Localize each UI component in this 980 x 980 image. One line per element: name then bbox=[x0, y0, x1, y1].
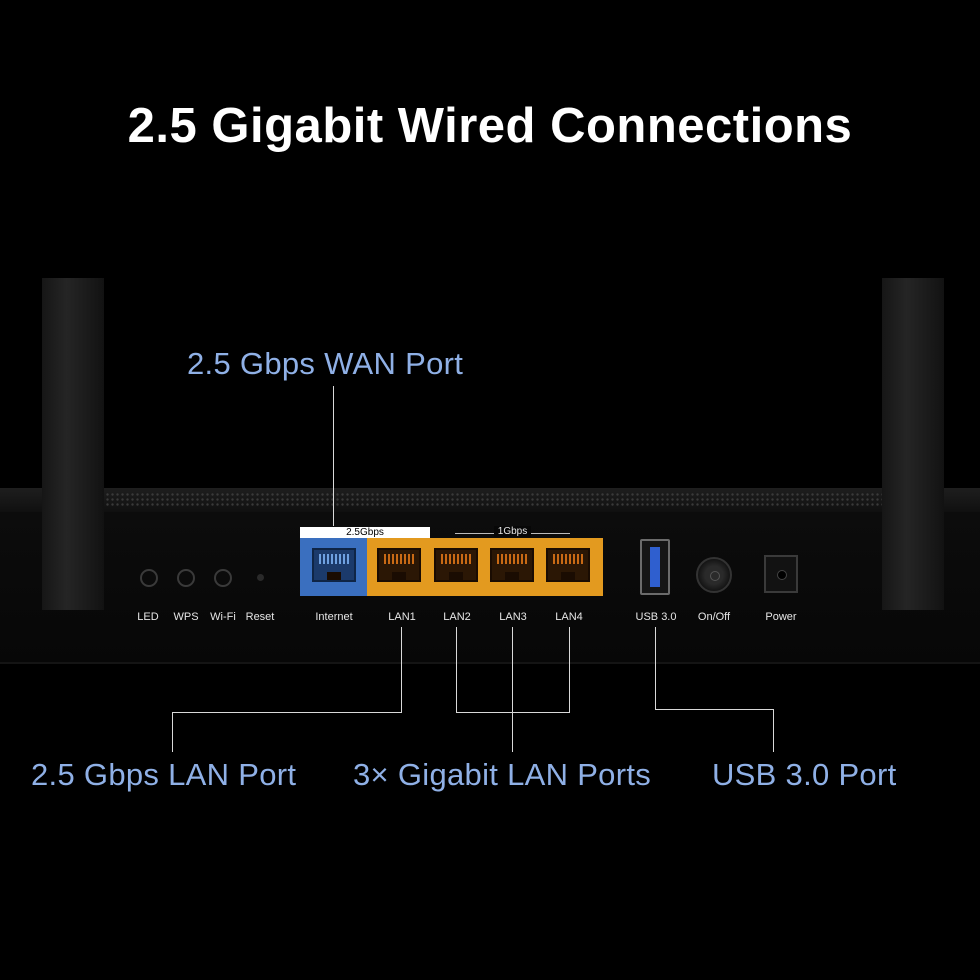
leader-lan3 bbox=[512, 627, 513, 752]
dc-power-jack[interactable] bbox=[764, 555, 798, 593]
leader-usb-v bbox=[655, 627, 656, 710]
label-lan2: LAN2 bbox=[443, 611, 471, 623]
label-power: Power bbox=[765, 611, 797, 623]
usb-3-port[interactable] bbox=[640, 539, 670, 595]
page-title: 2.5 Gigabit Wired Connections bbox=[127, 99, 853, 153]
label-lan4: LAN4 bbox=[555, 611, 583, 623]
right-antenna-base bbox=[882, 488, 944, 610]
lan2-port[interactable] bbox=[434, 548, 478, 582]
reset-pinhole[interactable] bbox=[257, 574, 264, 581]
wifi-button[interactable] bbox=[214, 569, 232, 587]
led-button[interactable] bbox=[140, 569, 158, 587]
callout-wan-port: 2.5 Gbps WAN Port bbox=[187, 346, 464, 381]
leader-lan1-h bbox=[172, 712, 402, 713]
power-button[interactable] bbox=[696, 557, 732, 593]
label-lan1: LAN1 bbox=[388, 611, 416, 623]
leader-lan4 bbox=[569, 627, 570, 713]
wps-button[interactable] bbox=[177, 569, 195, 587]
leader-usb-h bbox=[655, 709, 773, 710]
speed-label-2.5g: 2.5Gbps bbox=[300, 527, 430, 539]
lan1-port[interactable] bbox=[377, 548, 421, 582]
left-antenna-base bbox=[42, 488, 104, 610]
callout-2.5g-lan-port: 2.5 Gbps LAN Port bbox=[31, 757, 297, 792]
leader-wan bbox=[333, 386, 334, 526]
label-onoff: On/Off bbox=[697, 611, 731, 623]
leader-usb-down bbox=[773, 709, 774, 752]
lan3-port[interactable] bbox=[490, 548, 534, 582]
label-lan3: LAN3 bbox=[499, 611, 527, 623]
callout-usb-port: USB 3.0 Port bbox=[712, 757, 897, 792]
lan4-port[interactable] bbox=[546, 548, 590, 582]
label-wifi: Wi-Fi bbox=[210, 611, 236, 623]
leader-lan2 bbox=[456, 627, 457, 713]
label-usb: USB 3.0 bbox=[635, 611, 677, 623]
callout-gigabit-lan-ports: 3× Gigabit LAN Ports bbox=[353, 757, 652, 792]
label-reset: Reset bbox=[245, 611, 275, 623]
leader-lan1-down bbox=[172, 712, 173, 752]
leader-gigabit-h bbox=[456, 712, 570, 713]
leader-lan1-v bbox=[401, 627, 402, 713]
label-wps: WPS bbox=[173, 611, 199, 623]
label-led: LED bbox=[137, 611, 159, 623]
speed-label-1g: 1Gbps bbox=[455, 526, 570, 537]
router-top-vent bbox=[0, 488, 980, 512]
label-internet: Internet bbox=[315, 611, 353, 623]
internet-port[interactable] bbox=[312, 548, 356, 582]
